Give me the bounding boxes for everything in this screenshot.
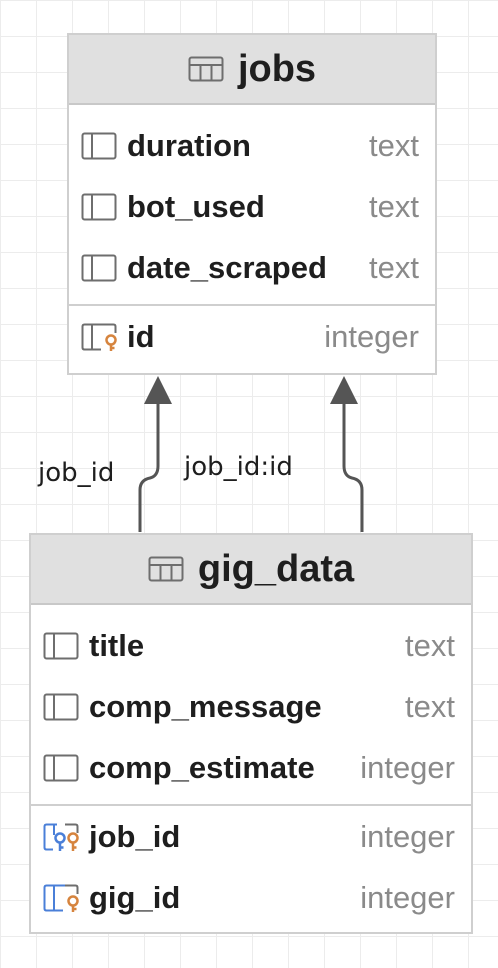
table-icon (148, 556, 184, 582)
column-type: integer (360, 749, 455, 785)
edge-arrowhead-left (144, 376, 172, 404)
column-type: integer (360, 818, 455, 854)
column-row[interactable]: duration text (69, 115, 435, 176)
column-type: integer (324, 318, 419, 354)
edge-line-job-id[interactable] (138, 400, 160, 532)
table-header-gig-data[interactable]: gig_data (31, 535, 471, 605)
table-header-jobs[interactable]: jobs (69, 35, 435, 105)
column-icon (81, 193, 117, 221)
column-type: text (369, 249, 419, 285)
primary-key-icon (43, 884, 79, 912)
table-title: jobs (237, 47, 317, 90)
column-row[interactable]: date_scraped text (69, 237, 435, 298)
table-title: gig_data (197, 547, 355, 590)
column-type: text (369, 188, 419, 224)
table-jobs[interactable]: jobs duration text bot_used text (67, 33, 437, 375)
edge-arrowhead-right (330, 376, 358, 404)
table-icon (188, 56, 224, 82)
table-gig-data[interactable]: gig_data title text comp_message text (29, 533, 473, 934)
column-icon (43, 693, 79, 721)
column-name: gig_id (89, 879, 181, 915)
column-row[interactable]: title text (31, 615, 471, 676)
column-name: id (127, 318, 155, 354)
key-divider (31, 804, 471, 806)
column-row[interactable]: comp_estimate integer (31, 737, 471, 798)
edge-line-job-id-id[interactable] (342, 400, 364, 532)
key-row[interactable]: gig_id integer (31, 867, 471, 928)
primary-key-icon (81, 323, 117, 351)
column-name: job_id (89, 818, 181, 854)
key-divider (69, 304, 435, 306)
column-icon (81, 132, 117, 160)
column-type: text (405, 627, 455, 663)
key-row[interactable]: job_id integer (31, 806, 471, 867)
column-name: date_scraped (127, 249, 327, 285)
column-icon (81, 254, 117, 282)
column-row[interactable]: comp_message text (31, 676, 471, 737)
column-type: integer (360, 879, 455, 915)
key-row[interactable]: id integer (69, 306, 435, 367)
column-icon (43, 754, 79, 782)
column-icon (43, 632, 79, 660)
column-type: text (405, 688, 455, 724)
column-name: comp_message (89, 688, 322, 724)
column-name: title (89, 627, 145, 663)
column-name: duration (127, 127, 251, 163)
column-name: comp_estimate (89, 749, 315, 785)
edge-label-job-id-id: job_id:id (184, 452, 293, 482)
column-row[interactable]: bot_used text (69, 176, 435, 237)
foreign-key-icon (43, 823, 79, 851)
column-name: bot_used (127, 188, 265, 224)
edge-label-job-id: job_id (38, 458, 115, 488)
column-type: text (369, 127, 419, 163)
